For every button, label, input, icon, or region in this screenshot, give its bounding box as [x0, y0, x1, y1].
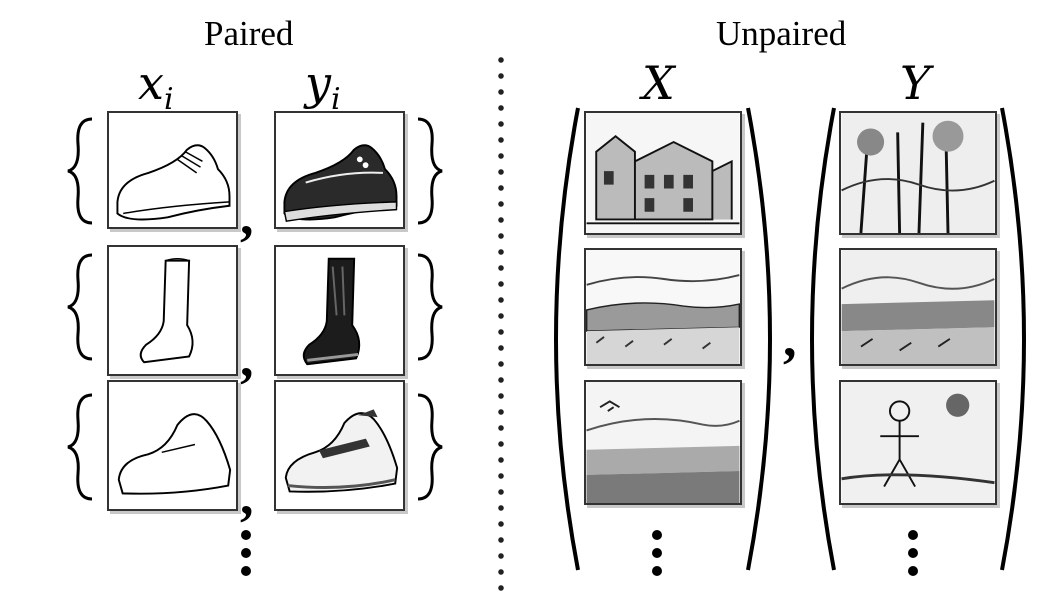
- building-photo-icon: [586, 113, 740, 233]
- sneaker-photo-icon: [284, 409, 399, 493]
- painting-village-icon: [841, 250, 995, 364]
- unpaired-x-right-paren: [746, 107, 773, 571]
- unpaired-title: Unpaired: [716, 14, 847, 53]
- right-brace-row-1: [417, 117, 443, 225]
- right-brace-row-2: [417, 253, 443, 361]
- boot-photo: [274, 245, 405, 376]
- painting-figures-icon: [841, 382, 995, 503]
- painting-trees-icon: [841, 113, 995, 233]
- oxford-shoe-sketch-icon: [116, 144, 231, 221]
- left-brace-row-1: [67, 117, 93, 225]
- paired-title: Paired: [204, 14, 294, 53]
- pair-separator-2: ,: [240, 328, 254, 388]
- right-brace-row-3: [417, 393, 443, 501]
- left-brace-row-3: [67, 393, 93, 501]
- dotted-divider: [496, 52, 506, 592]
- paired-x-label: xi: [138, 56, 174, 117]
- photo-building: [584, 111, 742, 235]
- unpaired-x-continuation-dots: [652, 530, 662, 584]
- unpaired-y-right-paren: [1000, 107, 1027, 571]
- unpaired-separator: ,: [783, 308, 797, 368]
- boot-sketch-icon: [139, 257, 194, 364]
- shoe-photo-oxford: [274, 111, 405, 229]
- unpaired-y-label: Y: [900, 56, 931, 110]
- unpaired-x-left-paren: [553, 107, 580, 571]
- seascape-photo-icon: [586, 382, 740, 503]
- boot-sketch: [107, 245, 238, 376]
- paired-continuation-dots: [241, 530, 251, 584]
- shoe-sketch-oxford: [107, 111, 238, 229]
- painting-village: [839, 248, 997, 366]
- boot-photo-icon: [302, 257, 361, 366]
- unpaired-y-continuation-dots: [908, 530, 918, 584]
- unpaired-y-left-paren: [809, 107, 836, 571]
- painting-figures: [839, 380, 997, 505]
- oxford-shoe-photo-icon: [283, 144, 398, 223]
- paired-y-label: yi: [305, 56, 341, 117]
- sneaker-photo: [274, 380, 405, 511]
- landscape-photo-icon: [586, 250, 740, 364]
- photo-landscape: [584, 248, 742, 366]
- sneaker-sketch-icon: [117, 413, 232, 495]
- painting-trees: [839, 111, 997, 235]
- sneaker-sketch: [107, 380, 238, 511]
- pair-separator-3: ,: [240, 466, 254, 526]
- unpaired-x-label: X: [642, 56, 675, 110]
- left-brace-row-2: [67, 253, 93, 361]
- photo-seascape: [584, 380, 742, 505]
- pair-separator-1: ,: [240, 186, 254, 246]
